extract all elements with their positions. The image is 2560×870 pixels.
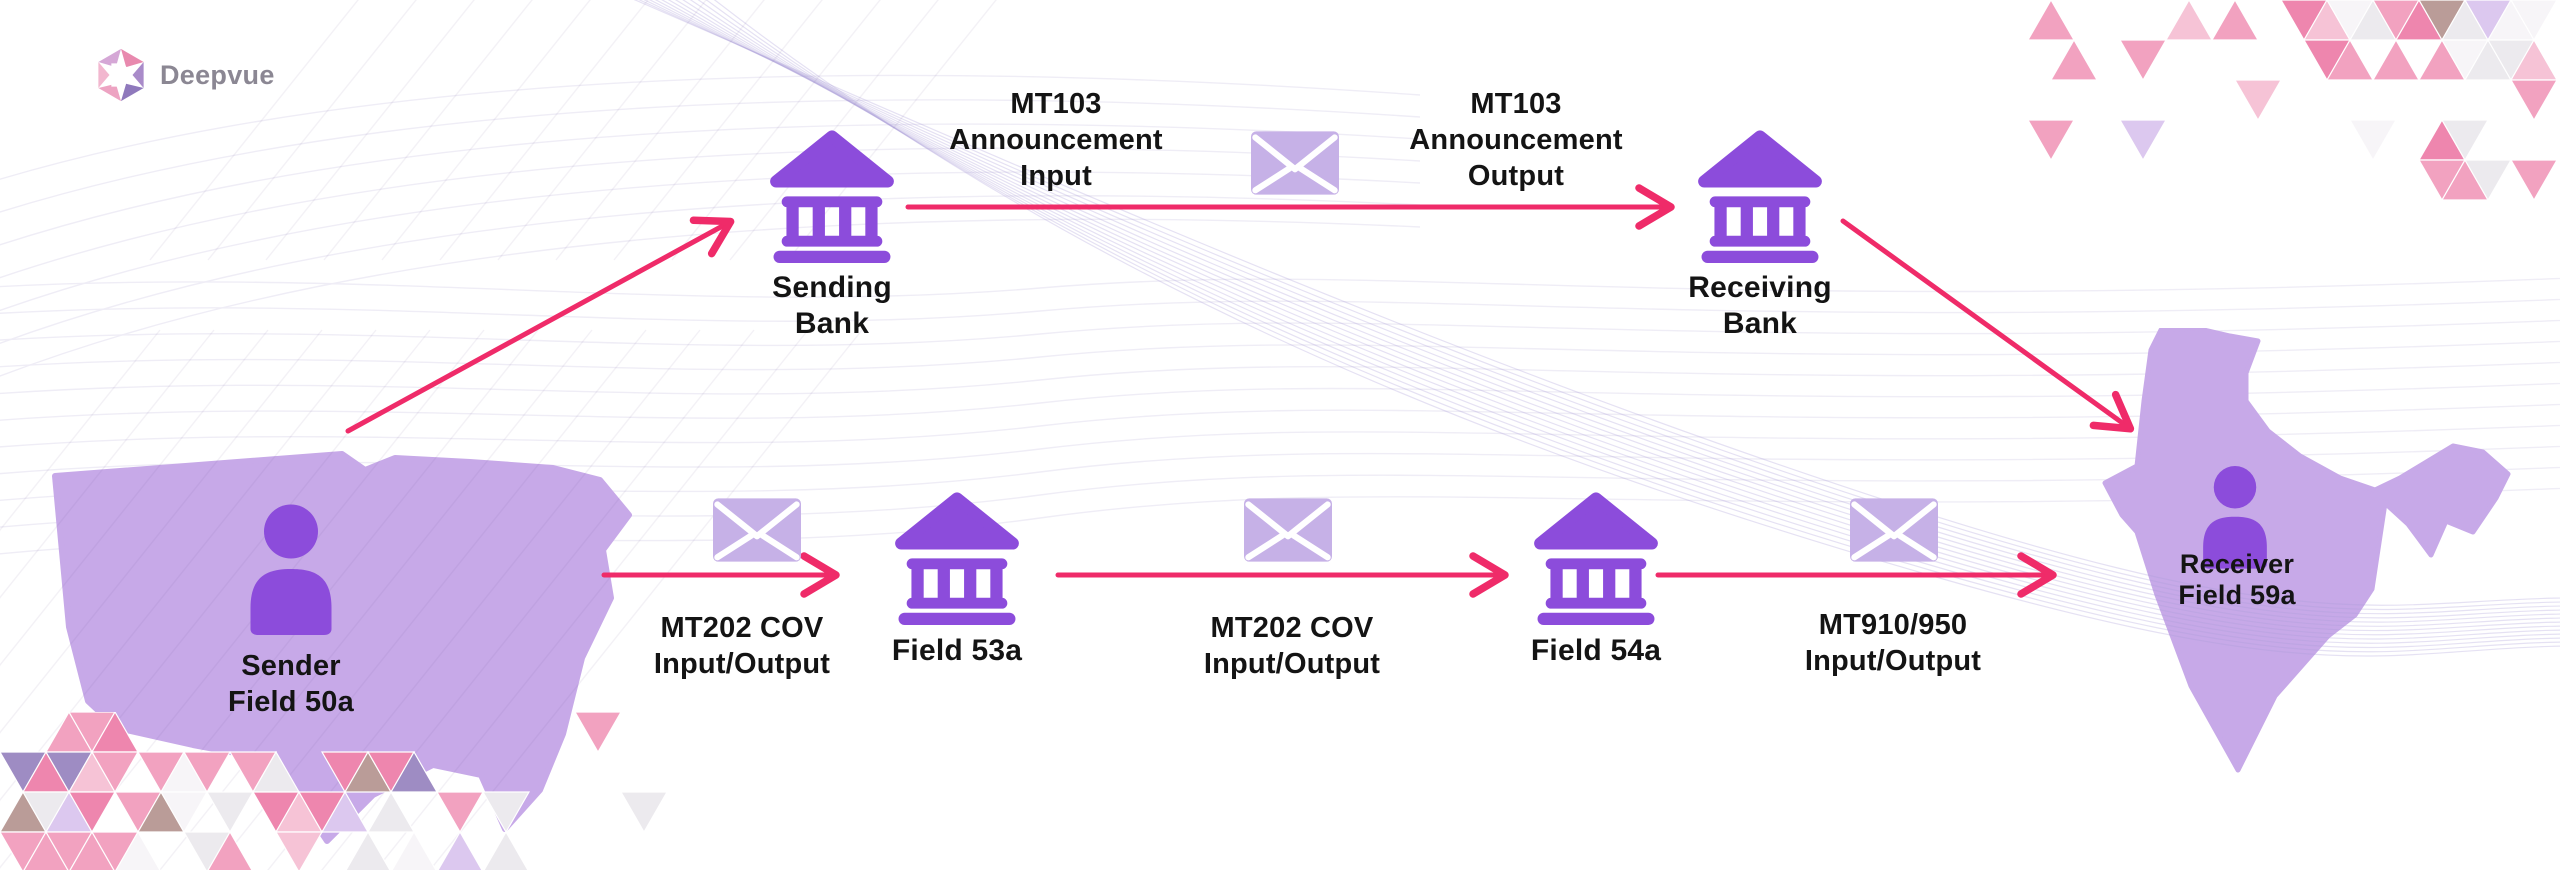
mt910-950-label: MT910/950 Input/Output bbox=[1804, 609, 1982, 677]
arrow-receiving-bank-to-receiver bbox=[1840, 218, 2135, 433]
india-map-shape bbox=[2102, 328, 2511, 773]
mt202-cov-right-label: MT202 COV Input/Output bbox=[1203, 612, 1381, 680]
triangle-mosaic-top-right bbox=[2028, 0, 2559, 200]
mt103-envelope-icon bbox=[1251, 131, 1339, 195]
us-map bbox=[52, 451, 632, 844]
mt103-output-label: MT103 Announcement Output bbox=[1409, 88, 1623, 192]
mt202-cov-left-label: MT202 COV Input/Output bbox=[653, 612, 831, 680]
sending-bank-label: Sending Bank bbox=[772, 271, 892, 340]
mt202-envelope-right-icon bbox=[1244, 498, 1332, 562]
sender-person-icon bbox=[216, 488, 366, 638]
sending-bank-icon bbox=[764, 127, 900, 263]
triangle-mosaic-bottom-left bbox=[0, 712, 669, 870]
field53a-bank-icon bbox=[889, 489, 1025, 625]
receiving-bank-label: Receiving Bank bbox=[1688, 271, 1832, 340]
india-map bbox=[2102, 328, 2511, 773]
mt103-input-label: MT103 Announcement Input bbox=[949, 88, 1163, 192]
field54a-label: Field 54a bbox=[1530, 634, 1662, 667]
sender-label: Sender Field 50a bbox=[228, 650, 354, 718]
field53a-label: Field 53a bbox=[891, 634, 1023, 667]
arrow-sender-to-sending-bank bbox=[345, 216, 735, 434]
field54a-bank-icon bbox=[1528, 489, 1664, 625]
mt202-envelope-left-icon bbox=[713, 498, 801, 562]
receiver-person-icon bbox=[2176, 453, 2294, 571]
receiving-bank-icon bbox=[1692, 127, 1828, 263]
deepvue-logo: Deepvue bbox=[92, 44, 275, 106]
us-map-shape bbox=[52, 451, 632, 844]
receiver-label: Receiver Field 59a bbox=[2178, 549, 2296, 610]
ribbon-curves bbox=[633, 0, 2560, 657]
deepvue-logo-text: Deepvue bbox=[160, 59, 275, 90]
mt910-envelope-icon bbox=[1850, 498, 1938, 562]
deepvue-hexagon-icon bbox=[98, 48, 144, 102]
